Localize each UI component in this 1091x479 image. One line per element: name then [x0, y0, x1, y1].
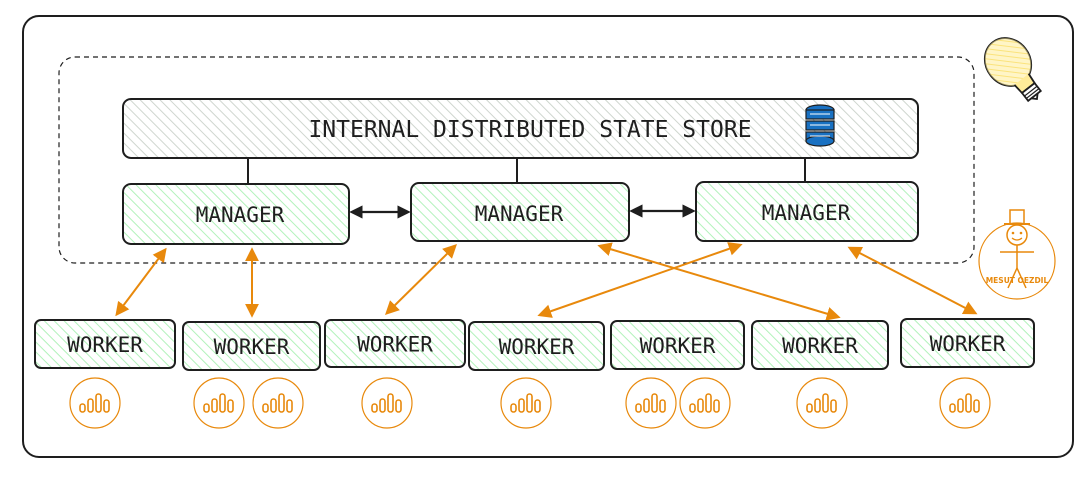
- manager-3-label: MANAGER: [762, 201, 851, 225]
- link-worker-1: [115, 247, 167, 317]
- link-worker-6: [597, 242, 841, 321]
- container-icon: [193, 377, 245, 429]
- manager-cluster-boundary: [58, 56, 975, 264]
- worker-6-label: WORKER: [782, 334, 858, 358]
- lightbulb-icon: [983, 37, 1043, 103]
- container-icon: [500, 377, 552, 429]
- database-icon: [805, 104, 835, 147]
- task-icons: [69, 377, 991, 429]
- worker-4: WORKER: [468, 321, 605, 371]
- author-signature: MESUT OEZDIL: [986, 276, 1049, 285]
- worker-7-label: WORKER: [930, 332, 1006, 356]
- manager-1-label: MANAGER: [196, 203, 285, 227]
- container-icon: [939, 377, 991, 429]
- worker-3: WORKER: [324, 319, 466, 368]
- state-store: INTERNAL DISTRIBUTED STATE STORE: [122, 98, 919, 159]
- manager-2: MANAGER: [410, 182, 630, 242]
- worker-6: WORKER: [751, 320, 889, 370]
- author-avatar: MESUT OEZDIL: [978, 209, 1056, 300]
- link-worker-4: [537, 242, 743, 318]
- manager-2-label: MANAGER: [475, 202, 564, 226]
- worker-3-label: WORKER: [357, 333, 433, 357]
- worker-5: WORKER: [610, 320, 745, 370]
- worker-4-label: WORKER: [499, 335, 575, 359]
- container-icon: [679, 377, 731, 429]
- outer-frame: [22, 15, 1074, 458]
- worker-7: WORKER: [900, 318, 1035, 368]
- worker-1: WORKER: [34, 319, 176, 369]
- link-worker-7: [847, 246, 978, 315]
- manager-3: MANAGER: [695, 181, 919, 242]
- worker-1-label: WORKER: [67, 333, 143, 357]
- container-icon: [252, 377, 304, 429]
- container-icon: [361, 377, 413, 429]
- container-icon: [69, 377, 121, 429]
- worker-2: WORKER: [182, 321, 321, 371]
- container-icon: [625, 377, 677, 429]
- link-worker-3: [385, 244, 457, 315]
- worker-5-label: WORKER: [640, 334, 716, 358]
- container-icon: [796, 377, 848, 429]
- manager-1: MANAGER: [122, 183, 350, 245]
- state-store-label: INTERNAL DISTRIBUTED STATE STORE: [308, 117, 751, 143]
- workers: WORKER WORKER WORKER WORKER WORKER WORKER WORK…: [34, 318, 1035, 371]
- worker-2-label: WORKER: [214, 335, 290, 359]
- worker-links: [115, 242, 978, 321]
